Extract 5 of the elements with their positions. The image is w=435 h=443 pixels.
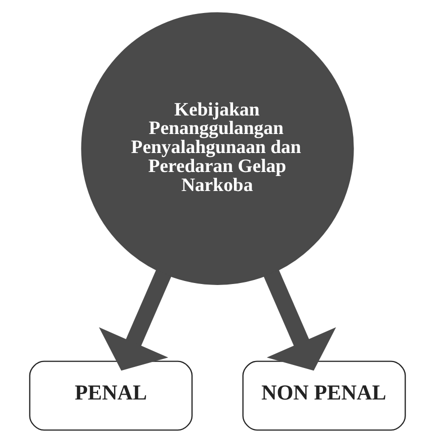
arrow <box>264 270 336 371</box>
node-box: PENAL <box>29 360 193 431</box>
arrow <box>98 270 172 371</box>
node-box: NON PENAL <box>242 360 406 431</box>
node-circle: Kebijakan Penanggulangan Penyalahgunaan dan Peredaran Gelap Narkoba <box>81 12 354 285</box>
